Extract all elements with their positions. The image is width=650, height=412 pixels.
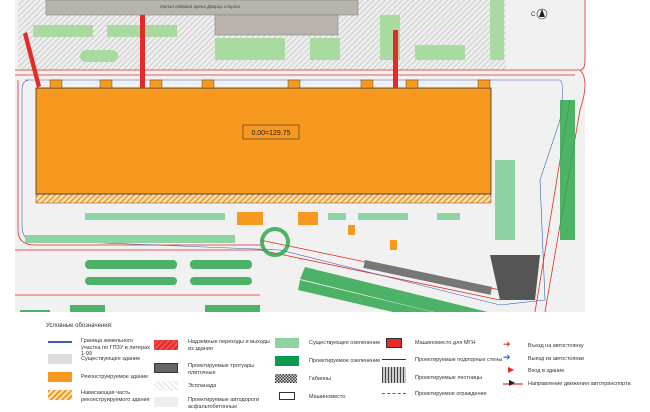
projected-greenery-swatch [275,356,299,366]
traffic-direction-icon [503,383,523,385]
boundary-swatch [48,341,72,343]
legend-item: Реконструируемое здание [81,374,149,380]
overhang-swatch [48,390,72,400]
legend-item: Существующее озеленение [309,340,381,346]
entry-arrow-red-icon: ➔ [503,339,511,349]
reconstructed-building [35,87,492,195]
existing-building: Малая ледовая арена Дворца спорта [45,0,359,36]
traffic-arrow-icon: ▶ [509,378,516,387]
stairs-swatch [382,367,406,383]
legend-item: Габионы [309,376,331,382]
site-plan: Малая ледовая арена Дворца спорта 0.00=1… [15,0,586,312]
reconstructed-building-swatch [48,372,72,382]
projected-stairs [490,255,540,300]
legend-item: Вход в здание [528,368,565,374]
elevation-box [242,124,300,140]
legend-item: Эспланада [188,383,217,389]
legend-item: Надземные переходы и выходы из здания [188,339,270,352]
building-entry-icon: ▶ [508,365,515,374]
projected-greenery [20,100,575,312]
south-pavilions [237,212,397,250]
esplanade-swatch [154,381,178,391]
overhanging-part [35,193,492,204]
legend-item: Нависающая часть реконструируемого здани… [81,390,150,403]
tiles-swatch [154,363,178,373]
existing-building-swatch [48,354,72,364]
legend-title: Условные обозначения: [46,323,113,329]
legend-item: Граница земельного участка по ГПЗУ в лит… [81,338,150,357]
north-entrances [49,79,491,89]
fence-swatch [382,393,406,395]
retaining-wall [363,260,493,295]
parking-swatch [279,392,295,400]
legend-item: Машиноместо [309,394,346,400]
legend-item: Проектируемые автодороги асфальтобетонны… [188,397,259,410]
elevation-mark: 0.00=129.75 [251,130,290,137]
asphalt-swatch [154,397,178,407]
legend-item: Проектируемые лестницы [415,375,483,381]
top-building-label: Малая ледовая арена Дворца спорта [160,4,240,9]
parking-mgn-swatch [386,338,402,348]
legend-item: Проектируемые тротуары плиточные [188,363,255,376]
exit-arrow-blue-icon: ➔ [503,352,511,362]
legend-item: Проектируемое озеленение [309,358,381,364]
gabions-swatch [275,374,297,383]
north-arrow-icon: С [531,8,548,20]
existing-greenery-south [25,160,515,243]
legend-item: Проектируемое ограждение [415,391,487,397]
legend-item: Въезд на автостоянку [528,343,584,349]
legend-item: Проектируемые подпорные стены [415,357,503,363]
legend-item: Направление движения автотранспорта [528,381,631,387]
legend-item: Машиноместо для МГН [415,340,476,346]
legend-item: Существующее здание [81,356,141,362]
retaining-wall-swatch [382,359,406,360]
north-label: С [531,12,536,18]
legend-item: Выезд из автостоянки [528,356,584,362]
existing-greenery-swatch [275,338,299,348]
passage-swatch [154,340,178,350]
overground-passages [23,15,398,88]
